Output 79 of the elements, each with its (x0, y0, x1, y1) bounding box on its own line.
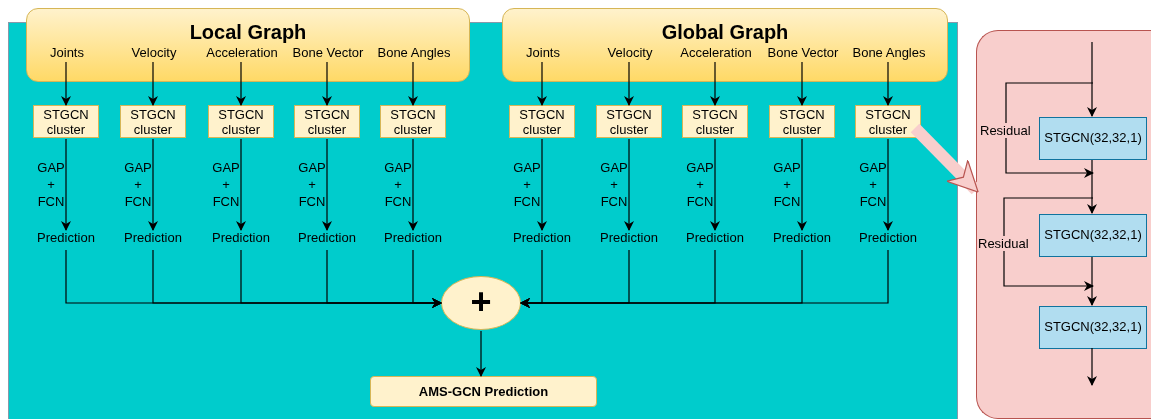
process-box: STGCN cluster (682, 105, 748, 138)
edge-label: GAP + FCN (212, 158, 240, 210)
prediction-label: Prediction (677, 230, 753, 247)
arrow (1087, 347, 1097, 386)
arrow (148, 138, 158, 231)
arrow (520, 249, 889, 308)
edge-label: GAP + FCN (600, 158, 628, 210)
input-label: Velocity (112, 45, 196, 62)
arrow (1087, 159, 1097, 214)
edge-label: GAP + FCN (773, 158, 801, 210)
residual-label: Residual (980, 123, 1031, 138)
edge-label: GAP + FCN (124, 158, 152, 210)
prediction-label: Prediction (375, 230, 451, 247)
arrow (412, 249, 442, 308)
prediction-label: Prediction (289, 230, 365, 247)
arrow (797, 61, 807, 106)
arrow (148, 61, 158, 106)
edge-label: GAP + FCN (513, 158, 541, 210)
arrow (61, 138, 71, 231)
process-box: STGCN cluster (380, 105, 446, 138)
arrow (476, 330, 486, 377)
arrow (1087, 256, 1097, 306)
arrow (624, 61, 634, 106)
prediction-label: Prediction (591, 230, 667, 247)
prediction-label: Prediction (28, 230, 104, 247)
input-label: Bone Vector (286, 45, 370, 62)
arrow (236, 61, 246, 106)
arrow (624, 138, 634, 231)
process-box: STGCN cluster (294, 105, 360, 138)
arrow (797, 138, 807, 231)
prediction-label: Prediction (504, 230, 580, 247)
layer-box: STGCN(32,32,1) (1039, 306, 1147, 349)
process-box: STGCN cluster (596, 105, 662, 138)
prediction-label: Prediction (115, 230, 191, 247)
arrow (537, 61, 547, 106)
prediction-label: Prediction (203, 230, 279, 247)
graph-title: Local Graph (188, 21, 308, 44)
arrow (408, 61, 418, 106)
process-box: STGCN cluster (120, 105, 186, 138)
residual-label: Residual (978, 236, 1029, 251)
graph-title: Global Graph (660, 21, 790, 44)
edge-label: GAP + FCN (384, 158, 412, 210)
arrow (322, 61, 332, 106)
process-box: STGCN cluster (509, 105, 575, 138)
prediction-label: Prediction (764, 230, 840, 247)
detail-panel (976, 30, 1151, 419)
layer-box: STGCN(32,32,1) (1039, 117, 1147, 160)
block-arrow (910, 123, 981, 195)
prediction-label: Prediction (850, 230, 926, 247)
arrow (710, 61, 720, 106)
process-box: STGCN cluster (769, 105, 835, 138)
arrow (408, 138, 418, 231)
input-label: Bone Angles (847, 45, 931, 62)
arrow (236, 138, 246, 231)
edge-label: GAP + FCN (37, 158, 65, 210)
input-label: Acceleration (200, 45, 284, 62)
process-box: STGCN cluster (33, 105, 99, 138)
arrow (322, 138, 332, 231)
edge-label: GAP + FCN (298, 158, 326, 210)
arrow (710, 138, 720, 231)
input-label: Acceleration (674, 45, 758, 62)
input-label: Velocity (588, 45, 672, 62)
arrow (883, 138, 893, 231)
input-label: Joints (25, 45, 109, 62)
graph-header-panel (502, 8, 948, 82)
process-box: STGCN cluster (855, 105, 921, 138)
process-box: STGCN cluster (208, 105, 274, 138)
edge-label: GAP + FCN (859, 158, 887, 210)
edge-label: GAP + FCN (686, 158, 714, 210)
arrow (883, 61, 893, 106)
input-label: Joints (501, 45, 585, 62)
output-box: AMS-GCN Prediction (370, 376, 597, 407)
graph-header-panel (26, 8, 470, 82)
arrow (61, 61, 71, 106)
layer-box: STGCN(32,32,1) (1039, 214, 1147, 257)
arrow (1087, 41, 1097, 117)
input-label: Bone Angles (372, 45, 456, 62)
arrow (537, 138, 547, 231)
input-label: Bone Vector (761, 45, 845, 62)
